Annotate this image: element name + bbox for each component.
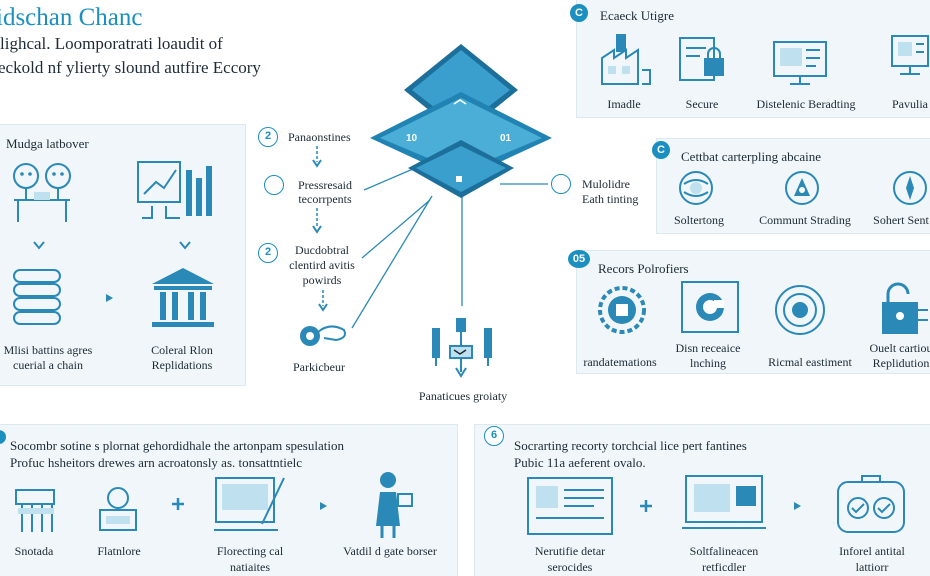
- bottom-left-item-3-line2: natiaites: [230, 560, 270, 574]
- step3-line2: clentird avitis: [289, 258, 355, 272]
- dashed-arrow-down-icon: [318, 290, 328, 312]
- page-subtitle-line2: eckold nf ylierty slound autfire Eccory: [0, 58, 261, 77]
- factory-icon: [601, 34, 651, 85]
- diamond-label-left: 10: [406, 133, 418, 144]
- bottom-left-item-3: Florecting cal: [216, 544, 284, 558]
- arrow-right-icon: [106, 294, 113, 302]
- bottom-left-badge: [0, 430, 6, 444]
- plus-icon: [172, 498, 184, 510]
- left-item1-line1: Mlisi battins agres: [3, 343, 93, 357]
- left-item2-line2: Replidations: [151, 358, 213, 372]
- top-right-heading: Ecaeck Utigre: [600, 8, 674, 23]
- laptop-chart-icon: [682, 475, 766, 529]
- laptop-pen-icon: [214, 477, 285, 531]
- reco-badge: 05: [568, 250, 590, 268]
- reco-item-3-line1: Ricmal eastiment: [768, 355, 852, 369]
- target-rings-icon: [775, 285, 825, 335]
- refresh-screen-icon: [681, 281, 739, 333]
- step3-badge: 2: [258, 243, 278, 263]
- step1-badge: 2: [258, 127, 278, 147]
- left-item1-line2: cuerial a chain: [13, 358, 83, 372]
- side-line1: Mulolidre: [582, 177, 630, 191]
- arrow-down-icon: [33, 241, 45, 250]
- network-nodes-icon: [432, 318, 492, 378]
- bottom-left-item-4: Vatdil d gate borser: [343, 544, 437, 558]
- bottom-right-heading: Socrarting recorty torchcial lice pert f…: [514, 438, 747, 453]
- gear-badge-icon: [598, 286, 646, 334]
- step2-icon: [264, 175, 284, 195]
- compass-icon: [893, 171, 927, 205]
- secure-document-icon: [679, 37, 724, 81]
- server-rack-icon: [15, 489, 55, 532]
- reco-item-4-line1: Ouelt cartiou: [869, 341, 930, 355]
- reco-heading: Recors Polrofiers: [598, 261, 689, 276]
- bottom-right-item-2-line1: Soltfalineacen: [689, 544, 759, 558]
- reco-item-4-line2: Replidution: [872, 356, 930, 370]
- top-right-badge: C: [570, 4, 588, 22]
- person-with-phone-icon: [376, 472, 413, 538]
- bottom-right-badge: 6: [484, 426, 504, 446]
- plus-icon: [640, 500, 652, 512]
- step2-line2: tecorrpents: [298, 192, 352, 206]
- left-item2-line1: Coleral Rlon: [151, 343, 213, 357]
- page-subtitle-line1: lighcal. Loomporatrati loaudit of: [0, 34, 223, 53]
- page-title: idschan Chanc: [0, 4, 143, 31]
- dashed-arrow-down-icon: [312, 146, 322, 168]
- people-desk-icon: [13, 163, 71, 222]
- bottom-right-item-3-line1: Inforel antital: [839, 544, 905, 558]
- handshake-icon: [300, 325, 346, 346]
- computer-monitor-icon: [891, 35, 929, 75]
- step4-label: Parkicbeur: [293, 360, 345, 374]
- mid-right-heading: Cettbat carterpling abcaine: [681, 149, 822, 164]
- bank-institution-icon: [152, 268, 214, 327]
- reco-item-2-line2: lnching: [690, 356, 726, 370]
- presentation-board-icon: [773, 41, 827, 85]
- step1-label: Panaonstines: [288, 130, 351, 144]
- bottom-right-item-1-line1: Nerutifie detar: [534, 544, 606, 558]
- dashed-arrow-down-icon: [312, 208, 322, 234]
- mid-right-panel: [656, 138, 930, 234]
- top-right-item-3: Distelenic Beradting: [756, 97, 856, 111]
- bottom-left-heading: Socombr sotine s plornat gehordidhale th…: [10, 438, 344, 453]
- arrow-down-icon: [179, 241, 191, 250]
- stacked-diamond-layers: [370, 44, 552, 198]
- mid-right-badge: C: [652, 141, 670, 159]
- mid-right-item-2: Communt Strading: [759, 213, 851, 227]
- globe-sync-icon: [679, 171, 713, 205]
- hardware-kit-icon: [99, 487, 137, 531]
- bottom-left-item-2: Flatnlore: [97, 544, 141, 558]
- top-right-panel: [576, 0, 930, 118]
- reco-item-2-line1: Disn receaice: [675, 341, 741, 355]
- side-line2: Eath tinting: [582, 192, 639, 206]
- reco-item-1-line1: randatemations: [583, 355, 657, 369]
- step3-line3: powirds: [302, 273, 342, 287]
- bottom-node-label: Panaticues groiaty: [418, 389, 508, 403]
- left-panel-heading: Mudga latbover: [6, 136, 89, 151]
- bottom-right-subheading: Pubic 11a aeferent ovalo.: [514, 455, 646, 470]
- database-stack-icon: [13, 269, 61, 325]
- community-gear-icon: [785, 171, 819, 205]
- diamond-label-right: 01: [500, 133, 512, 144]
- left-panel: [0, 124, 246, 386]
- bottom-left-item-1: Snotada: [14, 544, 54, 558]
- bottom-right-item-3-line2: lattiorr: [855, 560, 889, 574]
- bar-chart-monitor-icon: [137, 161, 212, 219]
- mid-right-item-3: Sohert Sent: [873, 213, 929, 227]
- bottom-left-subheading: Profuc hsheitors drewes arn acroatonsly …: [10, 455, 303, 470]
- side-node-icon: [551, 174, 571, 194]
- document-form-icon: [527, 477, 613, 535]
- arrow-right-icon: [320, 502, 327, 510]
- step2-line1: Pressresaid: [298, 178, 352, 192]
- top-right-item-4: Pavulia: [892, 97, 928, 111]
- checklist-device-icon: [837, 475, 905, 533]
- bottom-right-item-1-line2: serocides: [547, 560, 593, 574]
- top-right-item-2: Secure: [685, 97, 719, 111]
- bottom-right-item-2-line2: retficdler: [702, 560, 746, 574]
- top-right-item-1: Imadle: [607, 97, 641, 111]
- unlock-icon: [882, 282, 928, 334]
- mid-right-item-1: Soltertong: [674, 213, 724, 227]
- step3-line1: Ducdobtral: [295, 243, 349, 257]
- arrow-right-icon: [794, 502, 801, 510]
